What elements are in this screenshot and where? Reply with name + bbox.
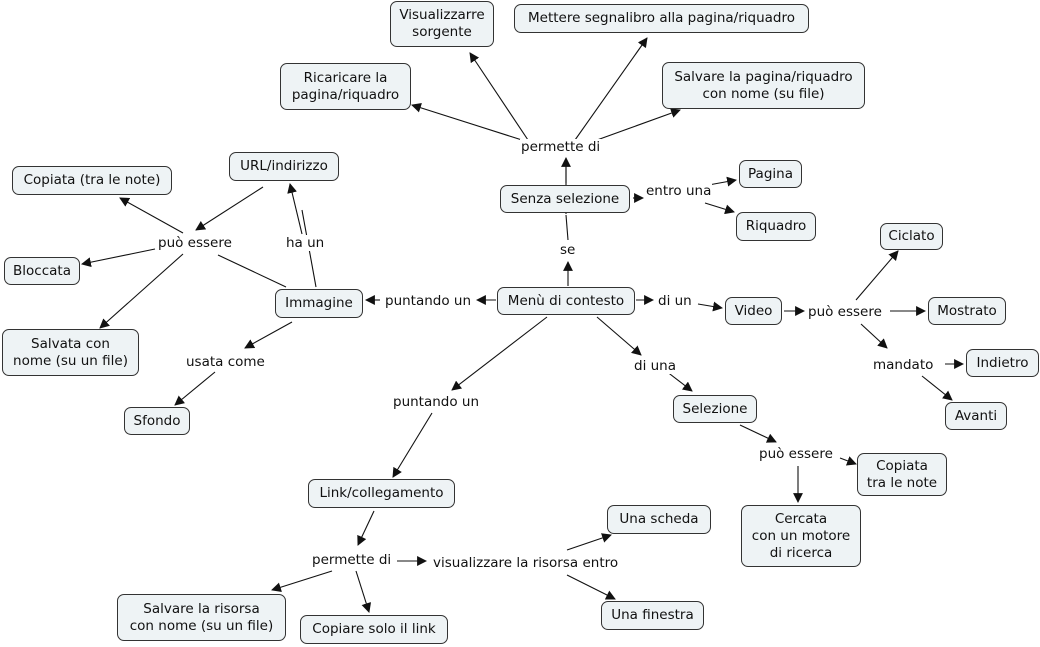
concept-riquadro[interactable]: Riquadro	[736, 212, 816, 241]
connector-arrow	[355, 570, 372, 613]
concept-pagina[interactable]: Pagina	[739, 160, 802, 188]
connector-arrow	[119, 197, 184, 234]
link-phrase-di-un: di un	[657, 293, 693, 309]
connector-arrow	[195, 186, 264, 231]
link-phrase-puntando-un-link: puntando un	[392, 394, 481, 410]
link-phrase-puo-essere-video: può essere	[807, 304, 883, 320]
concept-copiata-note[interactable]: Copiata (tra le note)	[12, 166, 172, 195]
concept-copiare-link[interactable]: Copiare solo il link	[300, 615, 448, 644]
connector-arrow	[469, 52, 529, 141]
connector-arrow	[596, 316, 642, 356]
connector-arrow	[566, 574, 616, 600]
concept-link-collegamento[interactable]: Link/collegamento	[308, 479, 455, 508]
concept-una-scheda[interactable]: Una scheda	[607, 505, 711, 534]
link-phrase-permette-di-link: permette di	[311, 552, 393, 568]
link-phrase-ha-un: ha un	[285, 235, 326, 251]
concept-immagine[interactable]: Immagine	[275, 289, 363, 318]
link-phrase-permette-di-top: permette di	[520, 139, 602, 155]
connector-arrow	[357, 510, 375, 546]
link-phrase-usata-come: usata come	[185, 354, 266, 370]
connector-arrow	[574, 37, 648, 141]
concept-cercata[interactable]: Cercata con un motore di ricerca	[741, 505, 861, 567]
link-phrase-mandato: mandato	[872, 357, 935, 373]
connector-arrow	[287, 183, 303, 235]
connector-arrow	[244, 321, 293, 349]
link-phrase-puntando-un-immagine: puntando un	[384, 293, 473, 309]
connector-arrow	[411, 102, 523, 141]
concept-avanti[interactable]: Avanti	[945, 402, 1007, 430]
link-phrase-se: se	[559, 242, 577, 258]
connector-arrow	[392, 412, 433, 478]
concept-mostrato[interactable]: Mostrato	[928, 297, 1006, 325]
concept-segnalibro[interactable]: Mettere segnalibro alla pagina/riquadro	[514, 4, 809, 33]
link-phrase-puo-essere-selezione: può essere	[758, 446, 834, 462]
concept-senza-selezione[interactable]: Senza selezione	[500, 185, 630, 213]
link-phrase-puo-essere-immagine: può essere	[157, 235, 233, 251]
concept-bloccata[interactable]: Bloccata	[4, 257, 80, 285]
concept-menu-di-contesto[interactable]: Menù di contesto	[497, 287, 635, 315]
connector-arrow	[596, 108, 681, 141]
link-phrase-entro-una: entro una	[645, 183, 713, 199]
concept-sfondo[interactable]: Sfondo	[124, 407, 190, 435]
link-phrase-di-una: di una	[633, 358, 677, 374]
connector-arrow	[174, 371, 216, 406]
connector-arrow	[704, 202, 735, 215]
connector-arrow	[855, 250, 899, 301]
connector-line	[565, 214, 569, 241]
connector-arrow	[566, 533, 612, 551]
concept-ricaricare[interactable]: Ricaricare la pagina/riquadro	[280, 63, 411, 110]
concept-indietro[interactable]: Indietro	[966, 349, 1039, 377]
concept-selezione[interactable]: Selezione	[673, 395, 757, 423]
connector-arrow	[860, 323, 888, 349]
concept-ciclato[interactable]: Ciclato	[880, 223, 943, 250]
concept-salvare-risorsa[interactable]: Salvare la risorsa con nome (su un file)	[117, 594, 286, 641]
concept-salvare-pagina[interactable]: Salvare la pagina/riquadro con nome (su …	[662, 62, 865, 109]
link-phrase-visualizzare-risorsa: visualizzare la risorsa entro	[432, 555, 620, 571]
concept-una-finestra[interactable]: Una finestra	[601, 601, 704, 630]
connector-arrow	[665, 370, 693, 392]
connector-arrow	[99, 253, 184, 329]
concept-copiata-tra-note[interactable]: Copiata tra le note	[857, 453, 947, 496]
connector-arrow	[839, 456, 857, 466]
connector-line	[217, 254, 287, 288]
concept-visualizzare-sorgente[interactable]: Visualizzarre sorgente	[390, 1, 494, 47]
connector-arrow	[921, 375, 953, 401]
concept-url-indirizzo[interactable]: URL/indirizzo	[229, 152, 339, 181]
connector-arrow	[739, 424, 777, 443]
concept-video[interactable]: Video	[725, 297, 782, 325]
connector-arrow	[81, 248, 156, 268]
connector-arrow	[451, 316, 548, 391]
connector-arrow	[271, 570, 333, 593]
concept-salvata-nome[interactable]: Salvata con nome (su un file)	[2, 329, 139, 376]
connector-arrow	[697, 301, 723, 312]
